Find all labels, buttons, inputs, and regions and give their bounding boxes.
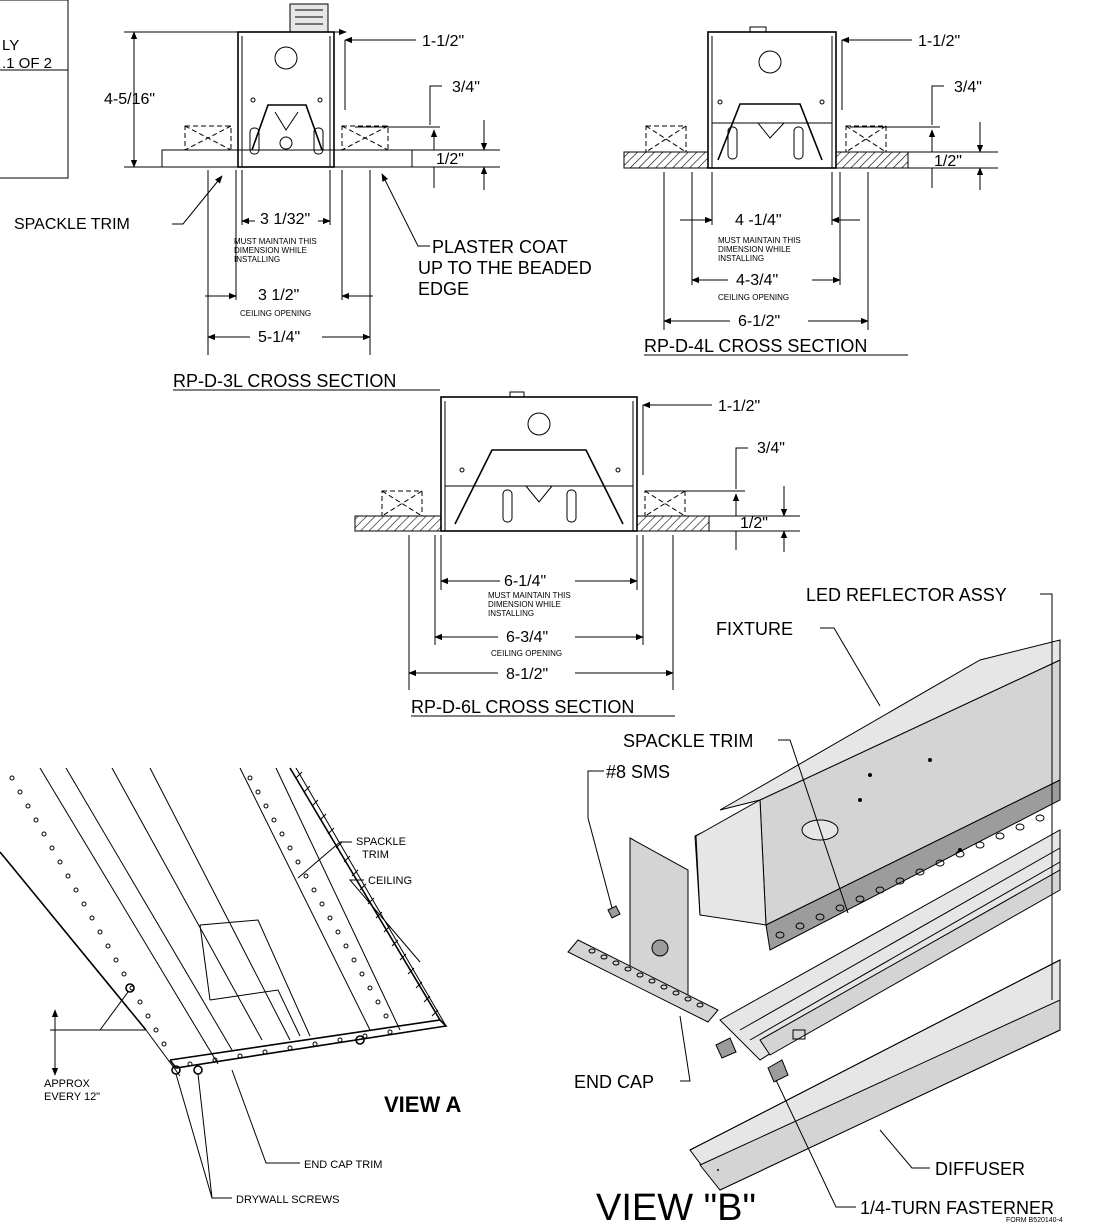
view-a-left-perforations (9, 775, 167, 1047)
6l-opening-dim: 6-3/4" (506, 629, 548, 646)
3l-title: RP-D-3L CROSS SECTION (173, 371, 396, 391)
4l-inner-dim: 4 -1/4" (735, 212, 782, 229)
view-a-spackle-line1: SPACKLE (356, 836, 406, 848)
view-b-title: VIEW "B" (596, 1187, 756, 1225)
6l-trim-thickness-dim: 1/2" (740, 515, 768, 532)
section-3l: 4-5/16" 1-1/2" 3/4" 1/2" SPACKLE TRIM 3 … (14, 3, 592, 391)
4l-outer-dim: 6-1/2" (738, 313, 780, 330)
6l-upper-gap-dim: 3/4" (757, 440, 785, 457)
3l-plaster-line2: UP TO THE BEADED (418, 258, 592, 278)
sheet-fragment-line1: LY (2, 37, 19, 54)
4l-opening-note: CEILING OPENING (718, 293, 789, 302)
3l-upper-gap-dim: 3/4" (452, 79, 480, 96)
view-b-diffuser: DIFFUSER (935, 1159, 1025, 1179)
3l-opening-dim: 3 1/2" (258, 287, 299, 304)
view-b-spackle-trim: SPACKLE TRIM (623, 731, 753, 751)
4l-top-offset-dim: 1-1/2" (918, 33, 960, 50)
6l-top-offset-dim: 1-1/2" (718, 398, 760, 415)
4l-title: RP-D-4L CROSS SECTION (644, 336, 867, 356)
section-6l: 1-1/2" 3/4" 1/2" 6-1/4" MUST MAINTAIN TH… (354, 391, 800, 717)
title-block-fragment: LY .1 OF 2 (0, 0, 69, 179)
6l-inner-note-2: DIMENSION WHILE (488, 600, 561, 609)
6l-outer-dim: 8-1/2" (506, 666, 548, 683)
section-4l: 1-1/2" 3/4" 1/2" 4 -1/4" MUST MAINTAIN T… (623, 26, 998, 356)
view-a-approx-line1: APPROX (44, 1078, 91, 1090)
4l-opening-dim: 4-3/4" (736, 272, 778, 289)
view-a-spackle-line2: TRIM (362, 849, 389, 861)
view-b-end-cap: END CAP (574, 1072, 654, 1092)
3l-top-offset-dim: 1-1/2" (422, 33, 464, 50)
view-a-title: VIEW A (384, 1092, 462, 1117)
view-b-endcap-holes (588, 948, 704, 1008)
4l-trim-thickness-dim: 1/2" (934, 153, 962, 170)
view-b-led-reflector: LED REFLECTOR ASSY (806, 585, 1007, 605)
3l-trim-thickness-dim: 1/2" (436, 151, 464, 168)
3l-inner-note-3: INSTALLING (234, 255, 280, 264)
view-a-right-perforations (247, 775, 389, 1019)
view-b: LED REFLECTOR ASSY FIXTURE SPACKLE TRIM … (567, 585, 1061, 1225)
view-a-end-perforations (187, 1029, 393, 1067)
view-a-end-cap-trim: END CAP TRIM (304, 1159, 382, 1171)
3l-plaster-line3: EDGE (418, 279, 469, 299)
3l-spackle-trim-label: SPACKLE TRIM (14, 216, 130, 233)
view-b-fastener: 1/4-TURN FASTERNER (860, 1198, 1054, 1218)
sheet-fragment-line2: .1 OF 2 (2, 55, 52, 72)
3l-height-dim: 4-5/16" (104, 91, 155, 108)
view-a: SPACKLE TRIM CEILING APPROX EVERY 12" VI… (0, 767, 462, 1206)
4l-upper-gap-dim: 3/4" (954, 79, 982, 96)
4l-inner-note-2: DIMENSION WHILE (718, 245, 791, 254)
6l-inner-note-1: MUST MAINTAIN THIS (488, 591, 571, 600)
6l-inner-dim: 6-1/4" (504, 573, 546, 590)
view-b-trim-perforations (775, 814, 1045, 939)
form-number: FORM B520140-4 (1006, 1217, 1063, 1224)
view-a-drywall-screws: DRYWALL SCREWS (236, 1194, 340, 1206)
3l-inner-note-2: DIMENSION WHILE (234, 246, 307, 255)
6l-opening-note: CEILING OPENING (491, 649, 562, 658)
6l-inner-note-3: INSTALLING (488, 609, 534, 618)
3l-outer-dim: 5-1/4" (258, 329, 300, 346)
3l-opening-note: CEILING OPENING (240, 309, 311, 318)
4l-inner-note-3: INSTALLING (718, 254, 764, 263)
6l-title: RP-D-6L CROSS SECTION (411, 697, 634, 717)
view-a-ceiling: CEILING (368, 875, 412, 887)
3l-inner-note-1: MUST MAINTAIN THIS (234, 237, 317, 246)
3l-inner-dim: 3 1/32" (260, 211, 310, 228)
view-b-fixture: FIXTURE (716, 619, 793, 639)
view-b-sms: #8 SMS (606, 762, 670, 782)
view-a-approx-line2: EVERY 12" (44, 1091, 100, 1103)
4l-inner-note-1: MUST MAINTAIN THIS (718, 236, 801, 245)
3l-plaster-line1: PLASTER COAT (432, 237, 568, 257)
